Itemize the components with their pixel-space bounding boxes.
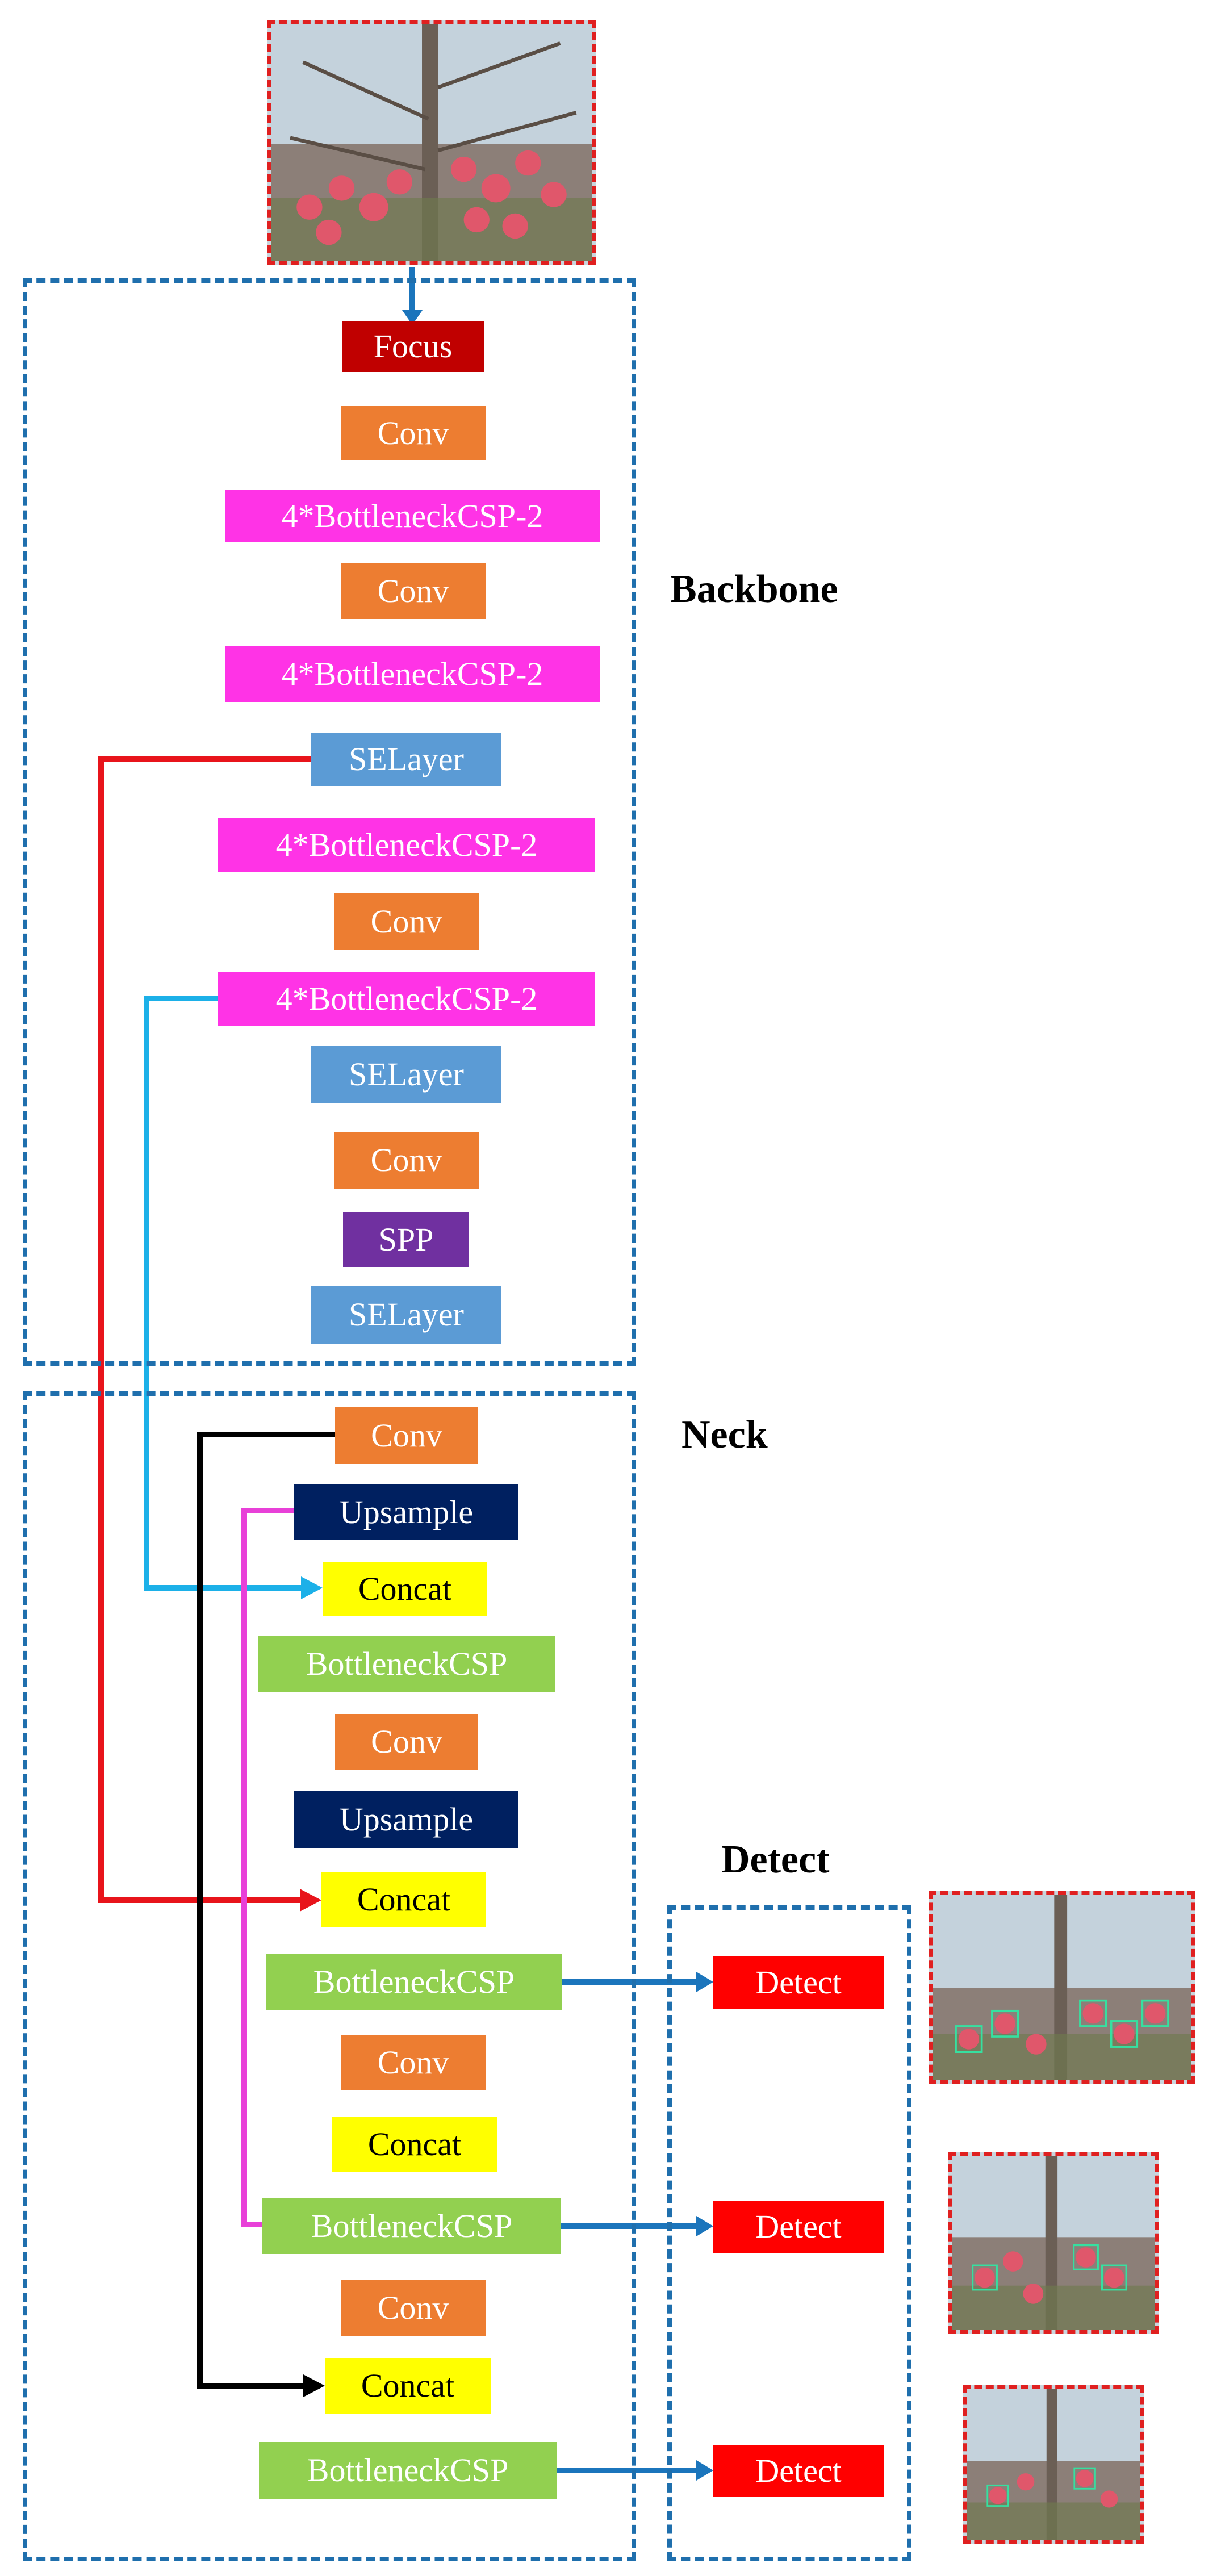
conv-block-4: Conv bbox=[334, 1132, 479, 1189]
backbone-group bbox=[23, 278, 636, 1366]
bottleneck-csp-2-block-3: 4*BottleneckCSP-2 bbox=[218, 818, 595, 872]
selayer-block-1: SELayer bbox=[311, 733, 501, 786]
orchard-detection-illustration-medium bbox=[952, 2156, 1155, 2330]
selayer-block-2: SELayer bbox=[311, 1046, 501, 1103]
arrow-csp-to-detect-2 bbox=[561, 2216, 713, 2236]
orchard-detection-illustration-small bbox=[967, 2389, 1140, 2540]
neck-group bbox=[23, 1391, 636, 2561]
concat-block-4: Concat bbox=[325, 2358, 491, 2414]
detect-block-3: Detect bbox=[713, 2445, 884, 2497]
neck-conv-block-2: Conv bbox=[335, 1714, 478, 1770]
detect-group bbox=[667, 1905, 911, 2561]
neck-conv-block-4: Conv bbox=[341, 2280, 486, 2336]
output-image-large bbox=[929, 1891, 1195, 2084]
conv-block-2: Conv bbox=[341, 563, 486, 619]
concat-block-1: Concat bbox=[323, 1562, 487, 1616]
upsample-block-1: Upsample bbox=[294, 1484, 518, 1540]
arrow-csp-to-detect-3 bbox=[557, 2460, 713, 2481]
backbone-label: Backbone bbox=[670, 567, 838, 611]
detect-block-1: Detect bbox=[713, 1956, 884, 2009]
neck-label: Neck bbox=[681, 1413, 768, 1457]
bottleneck-csp-2-block-2: 4*BottleneckCSP-2 bbox=[225, 646, 600, 702]
conv-block-3: Conv bbox=[334, 893, 479, 950]
upsample-block-2: Upsample bbox=[294, 1791, 518, 1848]
wire-black-conv-to-concat bbox=[197, 1432, 335, 2397]
neck-conv-block-3: Conv bbox=[341, 2035, 486, 2090]
concat-block-2: Concat bbox=[321, 1872, 486, 1927]
neck-bottleneck-csp-block-1: BottleneckCSP bbox=[258, 1636, 555, 1692]
output-image-small bbox=[963, 2385, 1144, 2544]
output-image-medium bbox=[948, 2152, 1159, 2334]
neck-bottleneck-csp-block-2: BottleneckCSP bbox=[266, 1954, 562, 2010]
concat-block-3: Concat bbox=[332, 2117, 497, 2172]
conv-block-1: Conv bbox=[341, 406, 486, 460]
neck-bottleneck-csp-block-4: BottleneckCSP bbox=[259, 2442, 557, 2499]
orchard-photo-illustration bbox=[271, 24, 592, 261]
bottleneck-csp-2-block-1: 4*BottleneckCSP-2 bbox=[225, 490, 600, 542]
neck-bottleneck-csp-block-3: BottleneckCSP bbox=[262, 2198, 561, 2254]
selayer-block-3: SELayer bbox=[311, 1286, 501, 1344]
wire-cyan-csp-to-concat bbox=[144, 996, 323, 1599]
orchard-detection-illustration-large bbox=[933, 1895, 1191, 2080]
detect-label: Detect bbox=[721, 1838, 830, 1881]
arrow-input-to-focus bbox=[402, 267, 423, 325]
spp-block: SPP bbox=[343, 1212, 469, 1267]
focus-block: Focus bbox=[342, 321, 484, 372]
arrow-csp-to-detect-1 bbox=[562, 1972, 713, 1992]
bottleneck-csp-2-block-4: 4*BottleneckCSP-2 bbox=[218, 972, 595, 1026]
input-image bbox=[267, 20, 596, 265]
neck-conv-block-1: Conv bbox=[335, 1407, 478, 1464]
detect-block-2: Detect bbox=[713, 2201, 884, 2253]
